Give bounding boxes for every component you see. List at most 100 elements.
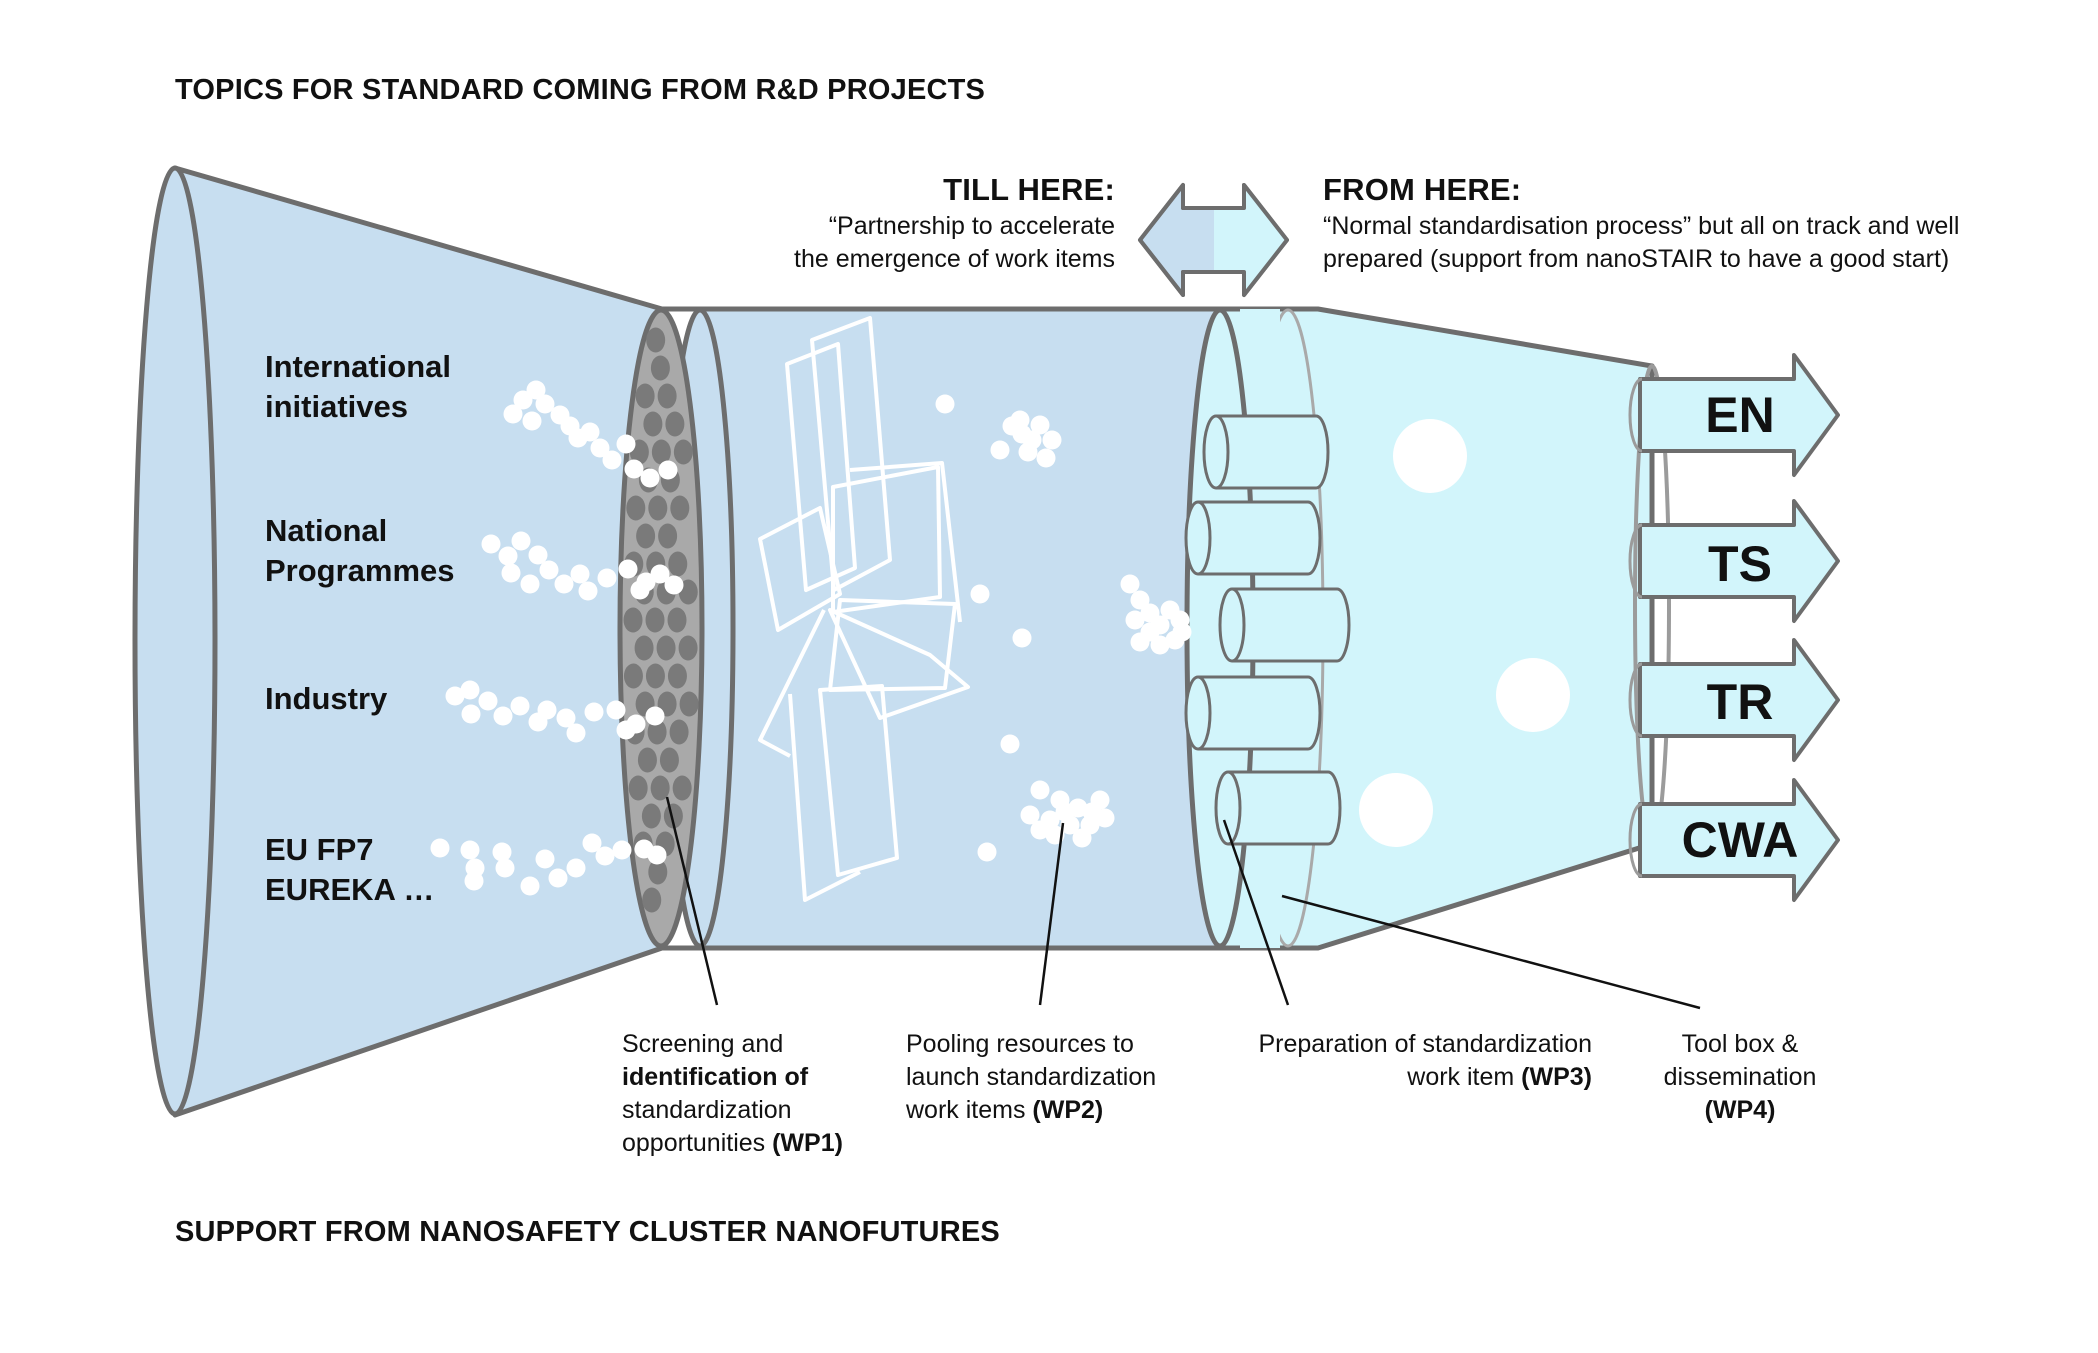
tube-end: [1184, 675, 1212, 751]
output-arrows: [1628, 353, 1840, 902]
fan-icon: [758, 316, 970, 902]
particle: [1130, 590, 1150, 610]
particle: [630, 580, 650, 600]
particle: [1020, 805, 1040, 825]
particle: [1095, 808, 1115, 828]
sieve-hole: [637, 747, 657, 773]
particle: [977, 842, 997, 862]
source-label-eu: EU FP7 EUREKA …: [265, 832, 435, 907]
particle: [658, 460, 678, 480]
sieve-hole: [667, 663, 687, 689]
particle: [445, 686, 465, 706]
dot: [1393, 419, 1467, 493]
particle: [582, 833, 602, 853]
source-label-industry: Industry: [265, 681, 388, 716]
particle: [664, 575, 684, 595]
sieve-hole: [650, 355, 670, 381]
funnel-body: [172, 165, 665, 1118]
particle: [520, 876, 540, 896]
pointer-wp3: [1222, 819, 1290, 1006]
sieve-hole: [678, 635, 698, 661]
particles: [430, 380, 1192, 896]
output-label-en: EN: [1705, 387, 1775, 443]
particle: [1012, 628, 1032, 648]
particle: [526, 380, 546, 400]
particle: [501, 563, 521, 583]
particle: [970, 584, 990, 604]
output-arrow-opening: [1628, 662, 1643, 738]
double-arrow-icon: [1138, 183, 1289, 297]
sieve-hole: [673, 439, 693, 465]
from-here-line2: prepared (support from nanoSTAIR to have…: [1323, 245, 1950, 273]
from-here-title: FROM HERE:: [1323, 172, 1522, 207]
caption-wp1-text: opportunities: [622, 1129, 773, 1157]
sieve-hole: [643, 411, 663, 437]
output-arrow: [1638, 778, 1840, 902]
caption-wp1-line3: standardization: [622, 1096, 792, 1124]
sieve-hole: [656, 635, 676, 661]
particle: [1120, 574, 1140, 594]
caption-wp1-line2: identification of: [622, 1063, 809, 1091]
caption-wp2: Pooling resources to launch standardizat…: [906, 1028, 1156, 1127]
sieve-hole: [658, 523, 678, 549]
tube-end: [1218, 587, 1246, 663]
particle: [597, 568, 617, 588]
sieve-hole: [678, 579, 698, 605]
output-arrow: [1638, 638, 1840, 762]
sieve-hole: [641, 803, 661, 829]
particle: [478, 691, 498, 711]
particle: [493, 706, 513, 726]
particle: [566, 858, 586, 878]
sieve-hole: [659, 747, 679, 773]
particle: [535, 849, 555, 869]
source-label-national: National Programmes: [265, 513, 455, 588]
particle: [1072, 828, 1092, 848]
sieve-hole: [672, 775, 692, 801]
sieve-hole: [635, 383, 655, 409]
till-here-line1: “Partnership to accelerate: [828, 212, 1115, 240]
particle: [430, 838, 450, 858]
particle: [495, 858, 515, 878]
particle: [460, 840, 480, 860]
particle: [510, 696, 530, 716]
caption-wp1-line1: Screening and: [622, 1030, 784, 1058]
sieve-hole: [642, 887, 662, 913]
sieve-hole: [634, 635, 654, 661]
particle: [528, 545, 548, 565]
output-arrow-opening: [1628, 802, 1643, 878]
dot: [1496, 658, 1570, 732]
output-arrow: [1638, 353, 1840, 477]
particle: [602, 450, 622, 470]
particle: [1090, 790, 1110, 810]
caption-wp2-line2: launch standardization: [906, 1063, 1157, 1091]
funnel: [132, 165, 665, 1118]
page-title: TOPICS FOR STANDARD COMING FROM R&D PROJ…: [175, 74, 986, 106]
particle: [1042, 430, 1062, 450]
sieve-hole: [626, 495, 646, 521]
caption-wp1-line4: opportunities (WP1): [622, 1127, 843, 1160]
caption-wp1: Screening and identification of standard…: [622, 1028, 843, 1160]
sieve-hole: [669, 719, 689, 745]
tubes: [1184, 414, 1351, 846]
particle: [548, 868, 568, 888]
tube-body: [1216, 414, 1330, 490]
funnel-mouth: [132, 165, 218, 1117]
particle: [935, 394, 955, 414]
particle: [460, 680, 480, 700]
particle: [1125, 610, 1145, 630]
output-arrow-opening: [1628, 523, 1643, 599]
sieve-hole: [650, 775, 670, 801]
pointer-wp2: [1038, 822, 1065, 1006]
particle: [584, 702, 604, 722]
output-label-tr: TR: [1706, 674, 1774, 730]
particle: [520, 574, 540, 594]
sieve-hole: [667, 607, 687, 633]
sieve-hole: [623, 663, 643, 689]
pointer-wp1: [665, 796, 719, 1006]
particle: [537, 700, 557, 720]
particle: [618, 559, 638, 579]
particle: [1036, 448, 1056, 468]
sieve-hole: [628, 775, 648, 801]
dot: [1359, 773, 1433, 847]
